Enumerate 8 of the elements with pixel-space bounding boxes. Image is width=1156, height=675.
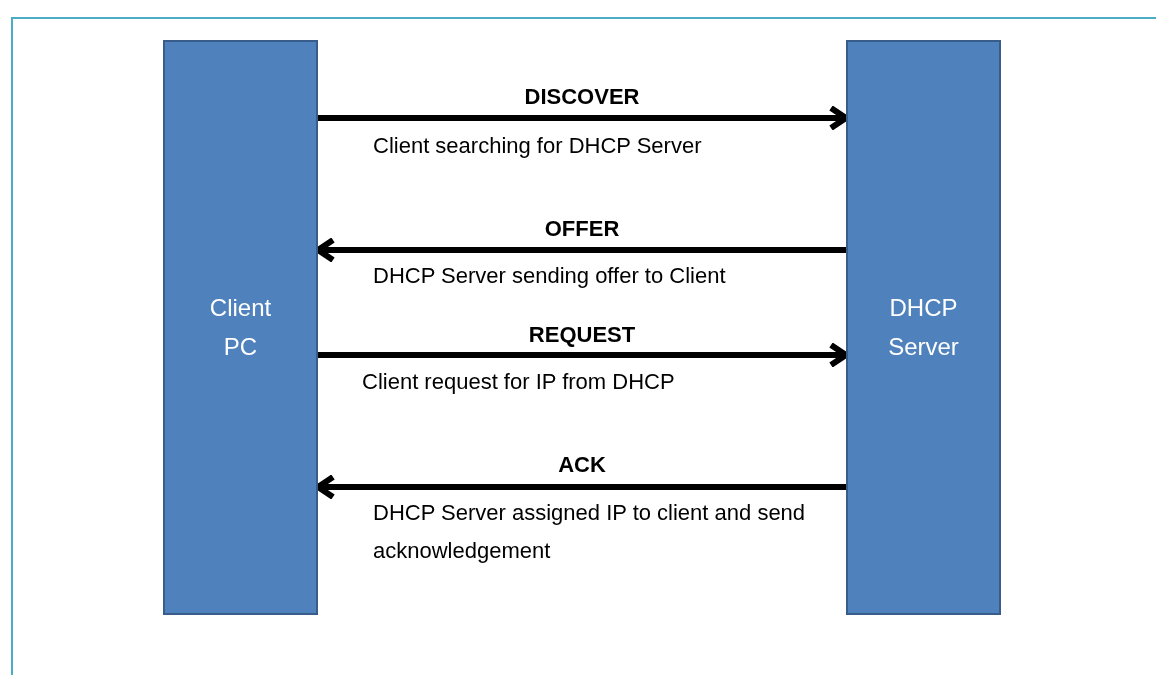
message-description: DHCP Server sending offer to Client [373, 262, 726, 290]
entity-box [163, 40, 318, 615]
node-label: Client PC [208, 293, 273, 362]
message-description: Client request for IP from DHCP [362, 368, 675, 396]
message-description: Client searching for DHCP Server [373, 132, 702, 160]
node-label: DHCP Server [887, 293, 960, 362]
message-description: DHCP Server assigned IP to client and send acknowledgement [373, 499, 807, 565]
entity-box [846, 40, 1001, 615]
